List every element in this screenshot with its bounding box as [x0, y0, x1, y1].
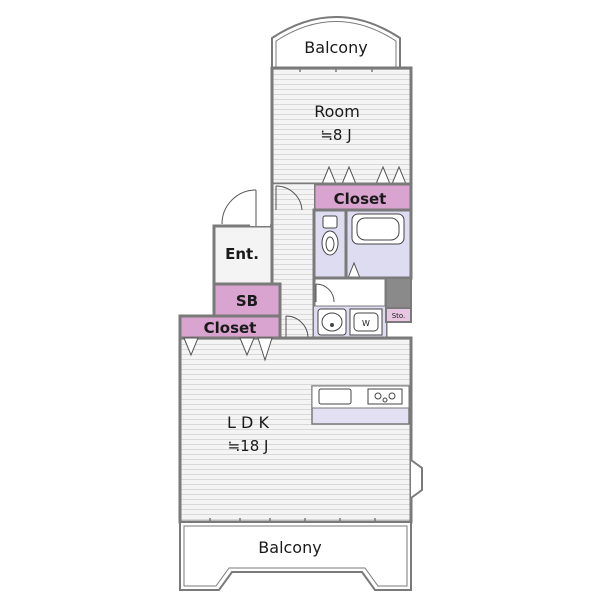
room-name-label: Room: [314, 102, 360, 121]
room-floor: [270, 66, 413, 186]
balcony-bottom: [179, 521, 412, 591]
ldk-size-label: ≒18 J: [228, 437, 269, 455]
closet-ldk-label: Closet: [204, 319, 257, 337]
storage-dark: [385, 277, 412, 309]
bay-window-icon: [410, 459, 423, 499]
storage: [385, 307, 412, 323]
bathtub-icon: [351, 213, 405, 245]
ldk-floor: [178, 336, 413, 524]
room-door-icon: [275, 185, 303, 211]
storage-label: Sto.: [392, 312, 406, 320]
ldk-name-label: L D K: [227, 413, 269, 432]
kitchen-sink-icon: [318, 388, 352, 405]
balcony-bottom-label: Balcony: [258, 538, 321, 557]
shoe-box-label: SB: [236, 292, 258, 310]
toilet-icon: [321, 215, 339, 256]
room-size-label: ≒8 J: [320, 126, 351, 144]
closet-door-marks-ldk: [183, 337, 273, 362]
entrance-door-icon: [221, 189, 270, 226]
balcony-top: [271, 16, 401, 69]
washing-machine-icon: W: [349, 308, 383, 336]
ldk-door-icon: [285, 315, 309, 339]
gas-stove-icon: [367, 388, 403, 405]
closet-room-label: Closet: [334, 190, 387, 208]
balcony-top-label: Balcony: [304, 38, 367, 57]
washbasin-icon: [317, 308, 347, 336]
washer-label: W: [362, 319, 370, 328]
window-top: [299, 68, 373, 72]
door-swing-icon: [315, 283, 335, 303]
entrance-label: Ent.: [225, 245, 259, 263]
